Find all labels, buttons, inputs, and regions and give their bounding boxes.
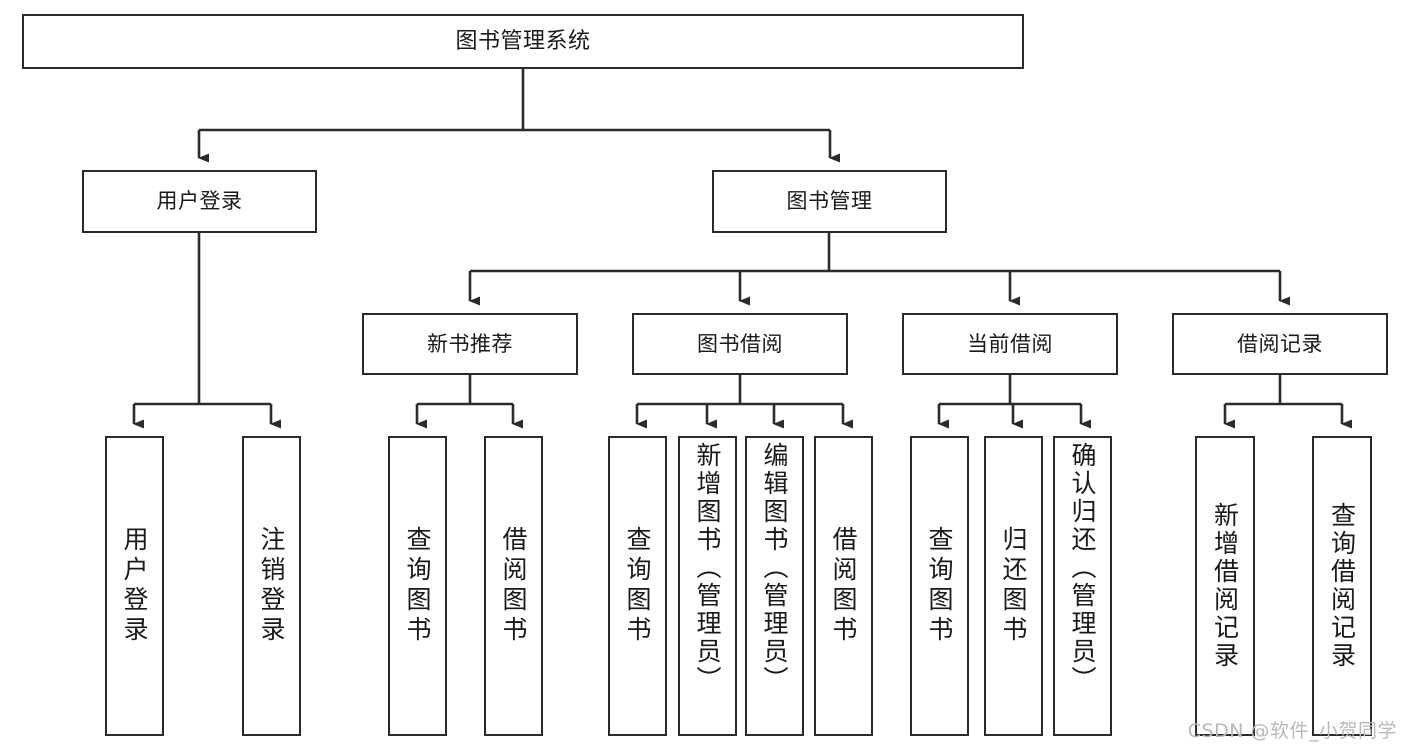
node-root-label: 图书管理系统 [455, 28, 591, 54]
node-user-login[interactable]: 用户登录 [82, 170, 317, 233]
node-leaf-add-record[interactable]: 新增借阅记录 [1195, 436, 1255, 736]
node-leaf-confirm-return-label: 确认归还（管理员） [1068, 442, 1097, 694]
node-leaf-query-book-3[interactable]: 查询图书 [910, 436, 969, 736]
node-leaf-user-login[interactable]: 用户登录 [105, 436, 164, 736]
node-leaf-borrow-book-1-label: 借阅图书 [499, 526, 528, 646]
node-book-borrow[interactable]: 图书借阅 [632, 313, 848, 375]
node-book-borrow-label: 图书借阅 [697, 331, 783, 356]
node-leaf-query-book-1-label: 查询图书 [403, 526, 432, 646]
node-leaf-borrow-book-2-label: 借阅图书 [829, 526, 858, 646]
node-new-book-rec-label: 新书推荐 [427, 331, 513, 356]
node-leaf-return-book-label: 归还图书 [999, 526, 1028, 646]
node-root[interactable]: 图书管理系统 [22, 14, 1024, 69]
watermark: CSDN @软件_小贺同学 [1187, 720, 1397, 742]
node-user-login-label: 用户登录 [156, 189, 243, 214]
node-leaf-logout[interactable]: 注销登录 [242, 436, 301, 736]
node-borrow-record[interactable]: 借阅记录 [1172, 313, 1388, 375]
node-leaf-query-book-2[interactable]: 查询图书 [608, 436, 667, 736]
node-leaf-query-record[interactable]: 查询借阅记录 [1312, 436, 1372, 736]
node-leaf-logout-label: 注销登录 [257, 526, 286, 646]
node-leaf-query-book-1[interactable]: 查询图书 [388, 436, 447, 736]
node-leaf-edit-book-label: 编辑图书（管理员） [760, 442, 789, 694]
node-leaf-add-book[interactable]: 新增图书（管理员） [678, 436, 737, 736]
node-current-borrow[interactable]: 当前借阅 [902, 313, 1118, 375]
node-new-book-rec[interactable]: 新书推荐 [362, 313, 578, 375]
node-leaf-confirm-return[interactable]: 确认归还（管理员） [1053, 436, 1112, 736]
node-leaf-user-login-label: 用户登录 [120, 526, 149, 646]
node-leaf-borrow-book-1[interactable]: 借阅图书 [484, 436, 543, 736]
node-leaf-edit-book[interactable]: 编辑图书（管理员） [745, 436, 804, 736]
node-leaf-borrow-book-2[interactable]: 借阅图书 [814, 436, 873, 736]
node-book-manage-label: 图书管理 [786, 189, 873, 214]
node-leaf-add-book-label: 新增图书（管理员） [693, 442, 722, 694]
node-leaf-query-book-2-label: 查询图书 [623, 526, 652, 646]
node-leaf-query-record-label: 查询借阅记录 [1327, 502, 1357, 670]
node-current-borrow-label: 当前借阅 [967, 331, 1053, 356]
node-book-manage[interactable]: 图书管理 [712, 170, 947, 233]
node-leaf-query-book-3-label: 查询图书 [925, 526, 954, 646]
node-leaf-add-record-label: 新增借阅记录 [1210, 502, 1240, 670]
node-leaf-return-book[interactable]: 归还图书 [984, 436, 1043, 736]
node-borrow-record-label: 借阅记录 [1237, 331, 1323, 356]
